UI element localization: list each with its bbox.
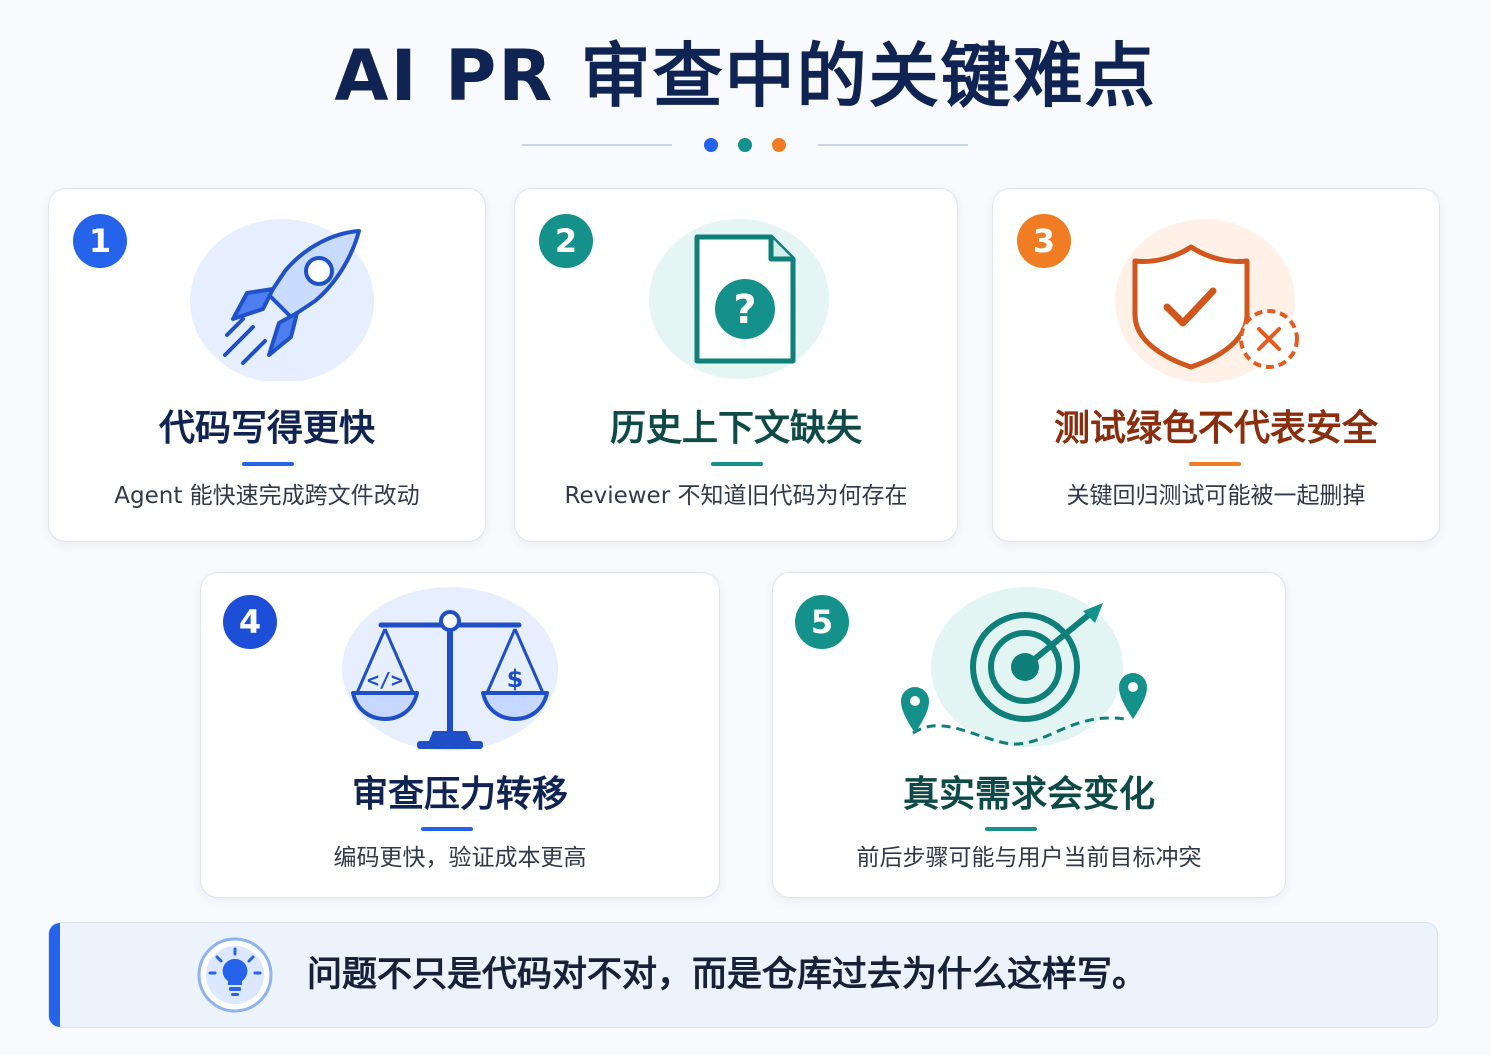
page-title: AI PR 审查中的关键难点 xyxy=(334,35,1157,117)
card-3-number-badge: 3 xyxy=(1017,214,1071,268)
card-1: 1 代码写得更快 Agent 能快速完成跨文件改动 xyxy=(48,188,486,542)
card-2: 2 ? 历史上下文缺失 Reviewer 不知道旧代码为何存在 xyxy=(514,188,958,542)
rocket-icon xyxy=(190,219,374,383)
card-3-desc: 关键回归测试可能被一起删掉 xyxy=(1066,483,1366,509)
bottom-banner: 问题不只是代码对不对，而是仓库过去为什么这样写。 xyxy=(48,922,1438,1028)
balance-scale-icon: </> $ xyxy=(342,587,558,751)
card-4: 4 </> $ 审查压力转移 编码更快，验证成本更高 xyxy=(200,572,720,898)
card-4-desc: 编码更快，验证成本更高 xyxy=(333,845,587,871)
divider-dot-blue xyxy=(704,138,718,152)
document-question-icon: ? xyxy=(649,219,829,379)
banner-accent-bar xyxy=(49,923,60,1027)
card-4-title: 审查压力转移 xyxy=(351,774,568,815)
title-divider xyxy=(522,138,968,152)
card-5: 5 真实需求会变化 前后步骤可能与用户当前目标冲突 xyxy=(772,572,1286,898)
card-3-title: 测试绿色不代表安全 xyxy=(1053,408,1378,449)
card-3-underline xyxy=(1189,462,1241,466)
question-mark-glyph: ? xyxy=(733,287,756,333)
card-2-title: 历史上下文缺失 xyxy=(609,408,862,449)
card-3: 3 测试绿色不代表安全 关键回归测试可能被一起删掉 xyxy=(992,188,1440,542)
shield-check-icon xyxy=(1115,219,1299,383)
card-5-number-badge: 5 xyxy=(795,595,849,649)
divider-dot-orange xyxy=(772,138,786,152)
divider-dot-teal xyxy=(738,138,752,152)
card-4-underline xyxy=(421,827,473,831)
card-1-number-badge: 1 xyxy=(73,214,127,268)
target-arrow-icon xyxy=(901,587,1147,747)
card-1-underline xyxy=(242,462,294,466)
banner-text: 问题不只是代码对不对，而是仓库过去为什么这样写。 xyxy=(307,955,1148,995)
card-2-desc: Reviewer 不知道旧代码为何存在 xyxy=(564,483,908,509)
card-2-underline xyxy=(711,462,763,466)
card-5-desc: 前后步骤可能与用户当前目标冲突 xyxy=(856,845,1202,871)
card-1-desc: Agent 能快速完成跨文件改动 xyxy=(114,483,420,509)
card-4-number-badge: 4 xyxy=(223,595,277,649)
lightbulb-icon xyxy=(197,937,273,1013)
card-5-title: 真实需求会变化 xyxy=(902,774,1155,815)
dollar-sign-glyph: $ xyxy=(507,665,524,693)
card-5-underline xyxy=(985,827,1037,831)
code-brackets-glyph: </> xyxy=(367,668,403,692)
card-1-title: 代码写得更快 xyxy=(158,408,375,449)
card-2-number-badge: 2 xyxy=(539,214,593,268)
